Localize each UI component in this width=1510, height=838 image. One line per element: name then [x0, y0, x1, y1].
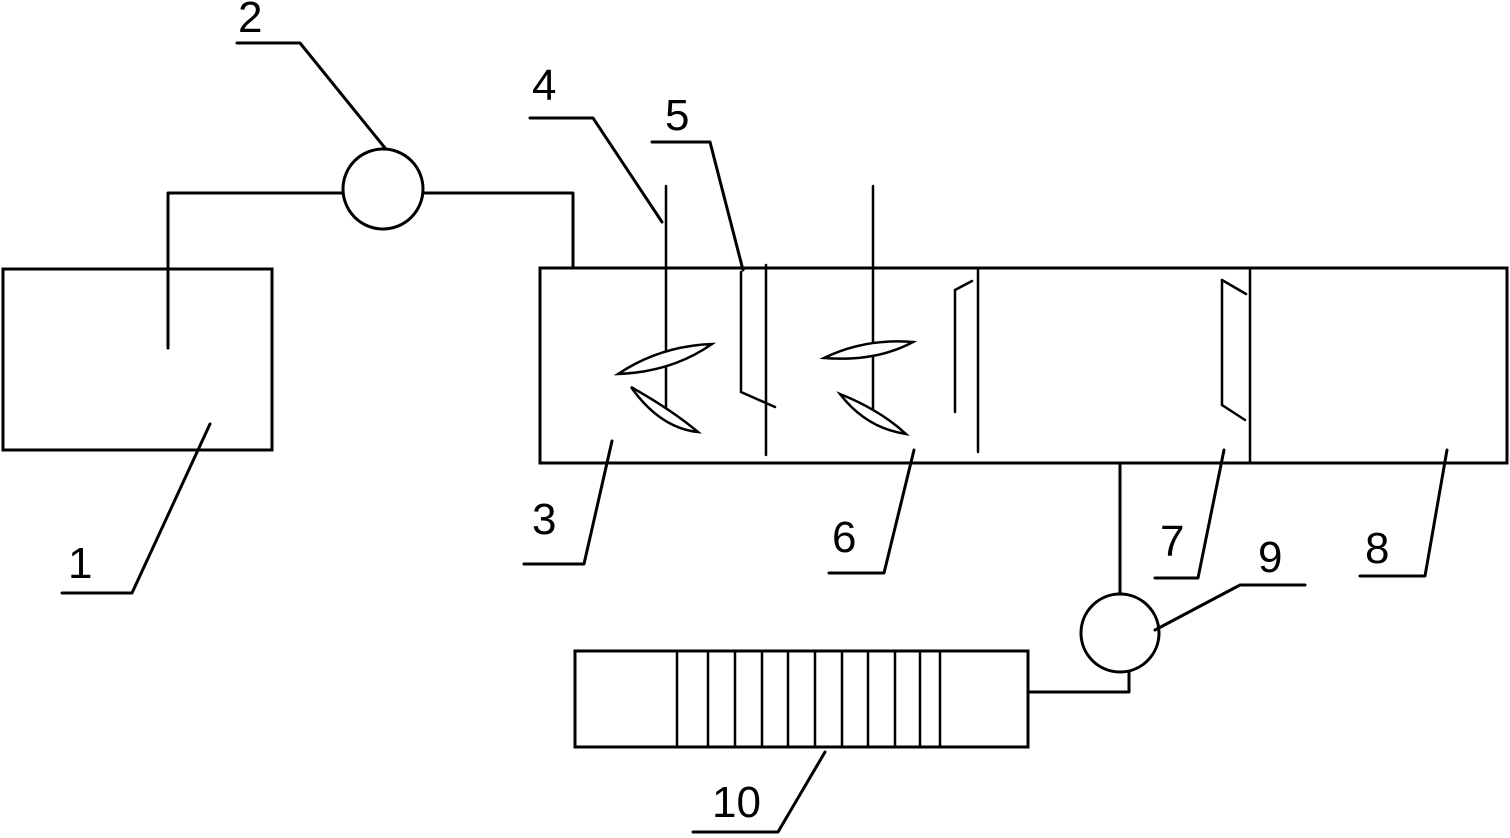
filter-10	[573, 649, 1030, 749]
baffle-7-8	[1220, 266, 1252, 465]
label-2: 2	[238, 0, 262, 42]
stirrer-4	[613, 184, 717, 434]
label-4: 4	[532, 61, 556, 110]
label-8: 8	[1365, 524, 1389, 573]
label-3: 3	[532, 495, 556, 544]
pipe-tank1-to-pump2	[166, 191, 344, 350]
stirrer-6	[819, 184, 918, 436]
baffle-6-7	[953, 266, 980, 454]
label-7: 7	[1160, 517, 1184, 566]
label-9: 9	[1258, 533, 1282, 582]
pump-2	[341, 147, 425, 231]
leader-lines	[60, 41, 1449, 834]
tank-1	[1, 267, 274, 452]
reactor-vessel	[538, 266, 1509, 465]
label-6: 6	[832, 513, 856, 562]
pump-9	[1079, 592, 1161, 674]
baffle-5	[739, 263, 777, 457]
label-10: 10	[712, 778, 761, 827]
pipe-pump9-to-filter10	[1026, 670, 1131, 694]
label-1: 1	[68, 539, 92, 588]
label-5: 5	[665, 91, 689, 140]
